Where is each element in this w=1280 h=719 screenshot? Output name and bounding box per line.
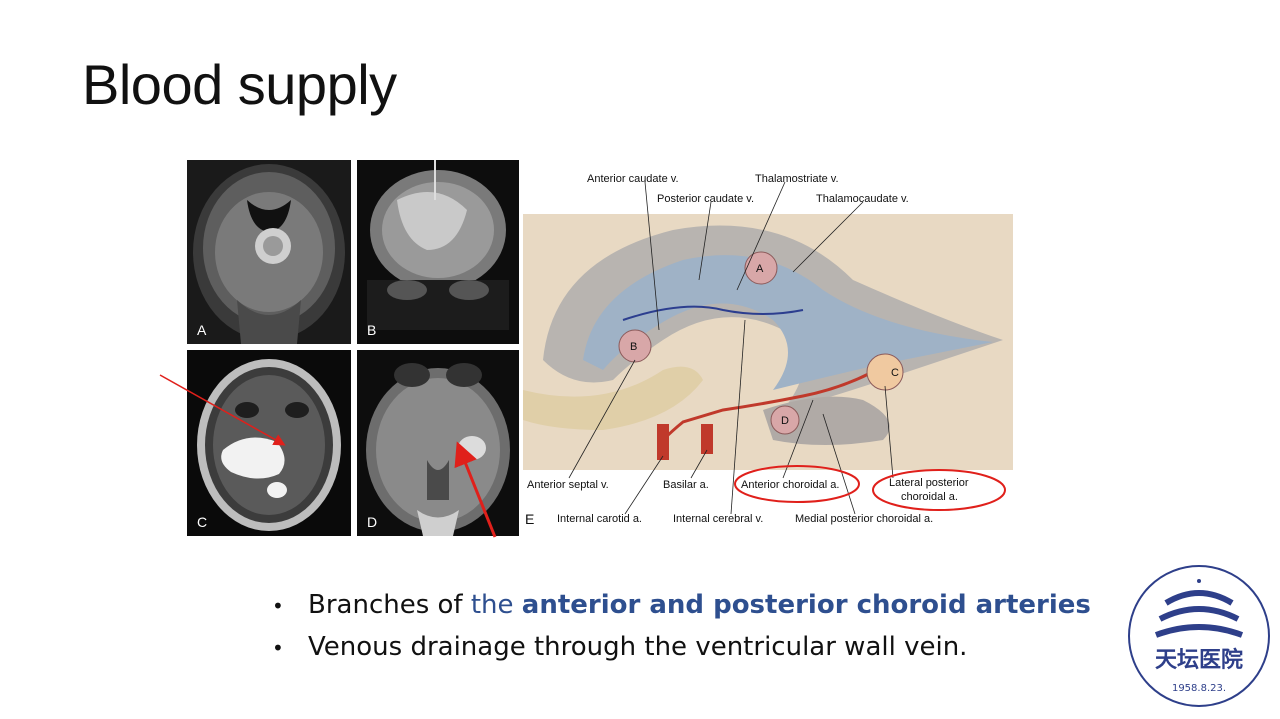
tumor-label-d: D: [781, 415, 789, 427]
highlight-lateral-posterior: [872, 469, 1006, 511]
bullet-1-highlight: anterior and posterior choroid arteries: [521, 590, 1091, 620]
bullet-item-2: • Venous drainage through the ventricula…: [272, 632, 1091, 674]
mri-image-d: [357, 350, 519, 536]
mri-panel-b: B: [357, 160, 519, 344]
label-posterior-caudate: Posterior caudate v.: [657, 193, 754, 205]
tumor-b: [618, 329, 652, 363]
label-anterior-caudate: Anterior caudate v.: [587, 173, 679, 185]
label-anterior-choroidal: Anterior choroidal a.: [741, 479, 839, 491]
arrow-to-panel-d: [454, 441, 497, 538]
panel-label-a: A: [197, 322, 207, 338]
label-medial-posterior: Medial posterior choroidal a.: [795, 513, 933, 525]
logo-date: 1958.8.23.: [1172, 683, 1226, 694]
label-lateral-posterior-2: choroidal a.: [901, 491, 958, 503]
bullet-dot: •: [272, 636, 284, 660]
tumor-a: [744, 251, 778, 285]
tumor-label-b: B: [630, 341, 637, 353]
leader-lines: [568, 181, 894, 515]
bullet-list: • Branches of the anterior and posterior…: [272, 590, 1091, 674]
panel-label-c: C: [197, 514, 208, 530]
bullet-1-the: the: [470, 590, 522, 620]
bullet-1-prefix: Branches of: [308, 590, 471, 620]
tumor-label-c: C: [891, 367, 899, 379]
label-internal-cerebral: Internal cerebral v.: [673, 513, 763, 525]
mri-image-b: [357, 160, 519, 344]
choroidal-artery: [661, 358, 894, 460]
internal-carotid-vessel: [657, 424, 669, 460]
slide-title: Blood supply: [82, 53, 397, 116]
label-lateral-posterior-1: Lateral posterior: [889, 477, 969, 489]
mri-panel-a: A: [187, 160, 351, 344]
panel-label-d: D: [367, 514, 378, 530]
basilar-vessel: [701, 424, 713, 454]
tumor-label-a: A: [756, 263, 764, 275]
highlight-anterior-choroidal: [734, 465, 860, 503]
label-basilar: Basilar a.: [663, 479, 709, 491]
mri-panel-c: C: [187, 350, 351, 536]
label-internal-carotid: Internal carotid a.: [557, 513, 642, 525]
temporal-horn: [763, 396, 890, 445]
label-thalamocaudate: Thalamocaudate v.: [816, 193, 909, 205]
bullet-text-1: Branches of the anterior and posterior c…: [308, 590, 1091, 620]
panel-label-b: B: [367, 322, 377, 338]
fornix: [523, 366, 703, 430]
hospital-logo: 天坛医院 1958.8.23.: [1128, 565, 1270, 707]
choroid-plexus-diagram: A B C D Anterior caudate v. Thalamostria…: [523, 173, 1013, 527]
logo-name: 天坛医院: [1155, 647, 1243, 673]
bullet-item-1: • Branches of the anterior and posterior…: [272, 590, 1091, 632]
mri-panel-d: D: [357, 350, 519, 536]
internal-cerebral-vein: [622, 305, 804, 321]
mri-image-c: [187, 350, 351, 536]
tumor-d: [770, 405, 800, 435]
label-thalamostriate: Thalamostriate v.: [755, 173, 839, 185]
bullet-text-2: Venous drainage through the ventricular …: [308, 632, 968, 662]
mri-image-a: [187, 160, 351, 344]
arrow-to-panel-c: [159, 374, 286, 446]
bullet-dot: •: [272, 594, 284, 618]
label-anterior-septal: Anterior septal v.: [527, 479, 609, 491]
panel-label-e: E: [525, 511, 534, 527]
